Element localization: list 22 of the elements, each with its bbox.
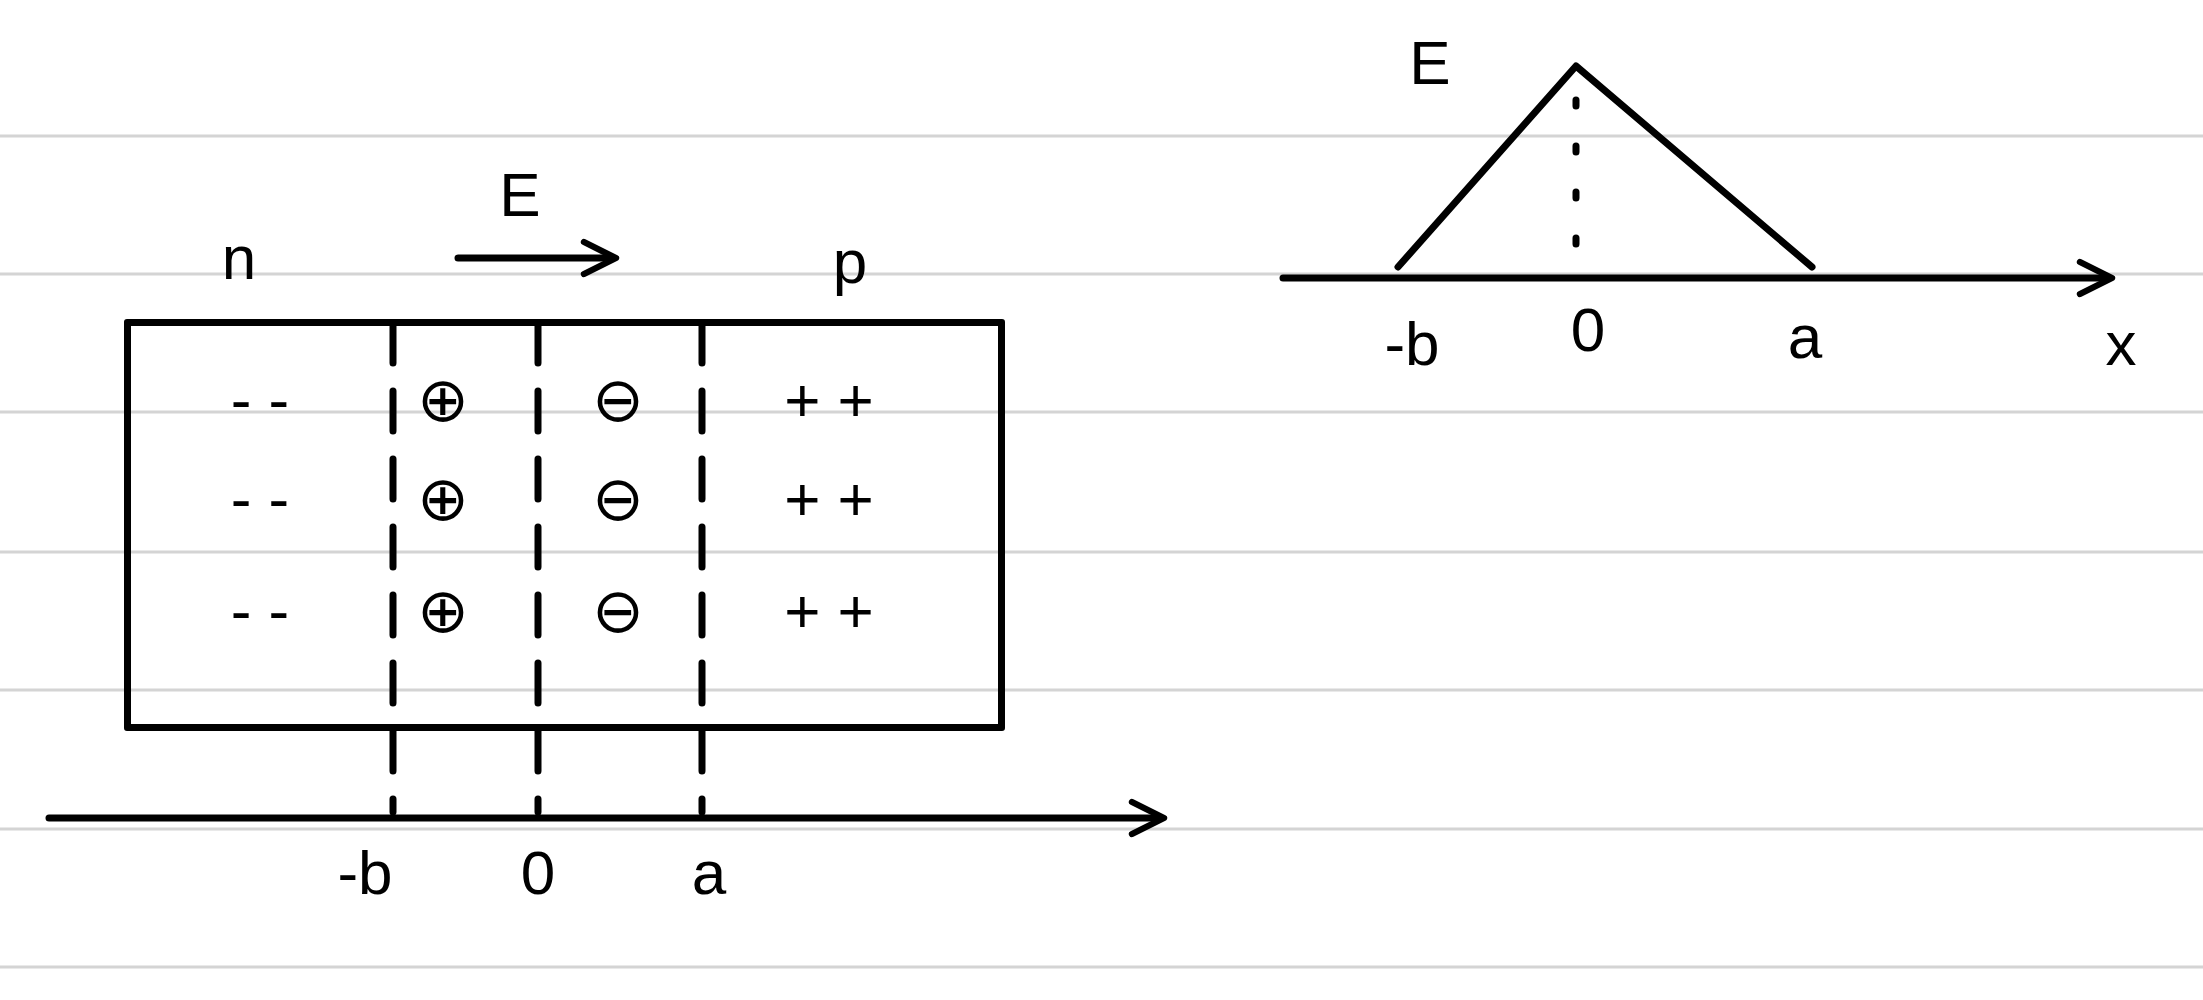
axis-label: -b <box>1384 313 1440 375</box>
axis-label: a <box>1787 306 1823 368</box>
axis-label: -b <box>337 842 393 904</box>
plus-signs: + + <box>784 369 874 431</box>
region-label: n <box>221 227 257 289</box>
ion-symbol: ⊖ <box>592 580 644 642</box>
ion-symbol: ⊕ <box>417 580 469 642</box>
axis-label: 0 <box>1570 299 1606 361</box>
minus-signs: - - <box>230 580 290 642</box>
minus-signs: - - <box>230 369 290 431</box>
axis-label: 0 <box>520 842 556 904</box>
axis-label: a <box>691 842 727 904</box>
ion-symbol: ⊖ <box>592 468 644 530</box>
axis-label: x <box>2105 313 2137 375</box>
plus-signs: + + <box>784 580 874 642</box>
plus-signs: + + <box>784 468 874 530</box>
ion-symbol: ⊕ <box>417 369 469 431</box>
minus-signs: - - <box>230 468 290 530</box>
ion-symbol: ⊕ <box>417 468 469 530</box>
ion-symbol: ⊖ <box>592 369 644 431</box>
field-label: E <box>1409 32 1451 94</box>
field-label: E <box>499 164 541 226</box>
